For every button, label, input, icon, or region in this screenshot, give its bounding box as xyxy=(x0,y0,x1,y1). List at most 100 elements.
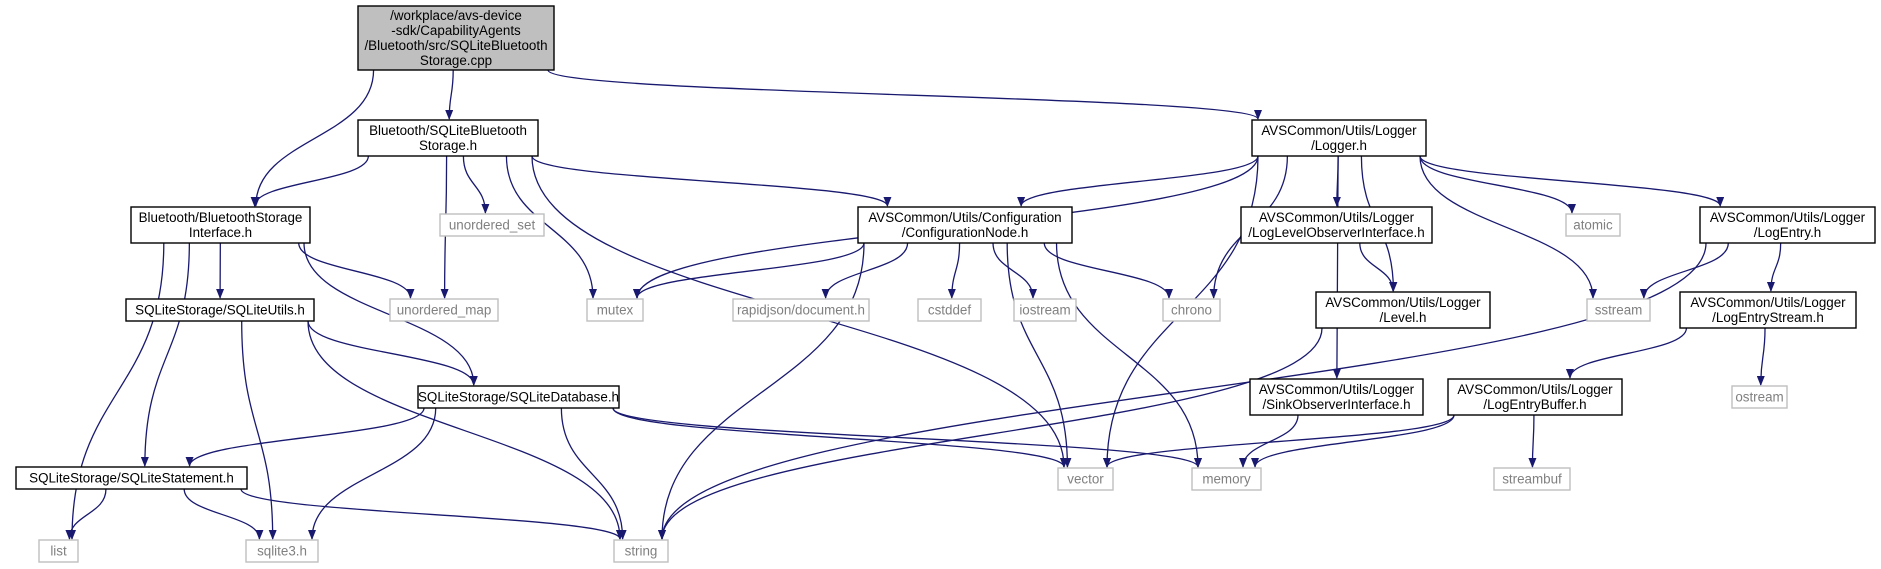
edge-sqlite_utils-to-string xyxy=(307,320,624,540)
node-box xyxy=(857,206,1073,244)
node-box xyxy=(1249,378,1424,416)
node-label: sqlite3.h xyxy=(257,544,307,559)
node-label: vector xyxy=(1067,472,1104,487)
edge-log_entry_buffer-to-vector xyxy=(1103,414,1455,468)
node-label: AVSCommon/Utils/Configuration xyxy=(868,210,1061,225)
node-log_entry_stream[interactable]: AVSCommon/Utils/Logger/LogEntryStream.h xyxy=(1679,291,1857,329)
edge-config_node-to-mutex xyxy=(633,242,865,299)
edge-sqlite_statement-to-list xyxy=(65,488,107,540)
node-box xyxy=(130,206,311,244)
node-box xyxy=(417,385,620,409)
node-label: rapidjson/document.h xyxy=(737,303,865,318)
node-logger_h[interactable]: AVSCommon/Utils/Logger/Logger.h xyxy=(1251,119,1427,157)
edge-config_node-to-chrono xyxy=(1043,242,1173,299)
node-sqlite_statement[interactable]: SQLiteStorage/SQLiteStatement.h xyxy=(15,466,248,490)
node-label: streambuf xyxy=(1502,472,1562,487)
node-sink_observer[interactable]: AVSCommon/Utils/Logger/SinkObserverInter… xyxy=(1249,378,1424,416)
node-box xyxy=(1191,467,1262,491)
edge-sqlite_database-to-sqlite_statement xyxy=(185,407,425,467)
edge-level_h-to-string xyxy=(658,327,1323,540)
node-root[interactable]: /workplace/avs-device-sdk/CapabilityAgen… xyxy=(357,5,555,71)
node-string: string xyxy=(613,539,669,563)
node-box xyxy=(917,298,982,322)
edge-log_entry-to-sstream xyxy=(1639,242,1729,299)
edge-sqlite_database-to-memory xyxy=(612,407,1202,468)
node-label: AVSCommon/Utils/Logger xyxy=(1259,382,1415,397)
node-log_entry[interactable]: AVSCommon/Utils/Logger/LogEntry.h xyxy=(1699,206,1876,244)
node-box xyxy=(1565,213,1621,237)
edge-bt_storage_iface-to-sqlite_statement xyxy=(140,242,190,467)
edge-bt_sqlite_storage-to-bt_storage_iface xyxy=(250,155,370,207)
node-label: AVSCommon/Utils/Logger xyxy=(1457,382,1613,397)
node-sqlite_utils[interactable]: SQLiteStorage/SQLiteUtils.h xyxy=(125,298,315,322)
edge-sqlite_statement-to-sqlite3_h xyxy=(183,488,264,540)
node-box xyxy=(15,466,248,490)
node-label: /Bluetooth/src/SQLiteBluetooth xyxy=(364,38,547,53)
node-vector: vector xyxy=(1057,467,1114,491)
node-label: string xyxy=(625,544,658,559)
node-layer: /workplace/avs-device-sdk/CapabilityAgen… xyxy=(15,5,1876,563)
node-list: list xyxy=(38,539,79,563)
edge-config_node-to-memory xyxy=(1055,242,1202,468)
node-label: Interface.h xyxy=(189,225,252,240)
node-log_entry_buffer[interactable]: AVSCommon/Utils/Logger/LogEntryBuffer.h xyxy=(1447,378,1623,416)
edge-bt_storage_iface-to-sqlite_database xyxy=(303,242,478,386)
edge-bt_sqlite_storage-to-mutex xyxy=(505,155,597,299)
edge-sqlite_utils-to-sqlite_database xyxy=(307,320,478,386)
node-box xyxy=(1493,467,1571,491)
node-label: sstream xyxy=(1595,303,1643,318)
edge-log_entry-to-log_entry_stream xyxy=(1766,242,1782,292)
node-label: cstddef xyxy=(928,303,971,318)
edge-root-to-logger_h xyxy=(547,69,1262,120)
edge-log_entry_buffer-to-memory xyxy=(1251,414,1455,468)
edge-logger_h-to-log_entry xyxy=(1419,155,1725,207)
node-label: chrono xyxy=(1171,303,1212,318)
node-label: unordered_set xyxy=(449,218,536,233)
node-label: /LogEntryBuffer.h xyxy=(1483,397,1586,412)
node-sstream: sstream xyxy=(1586,298,1651,322)
edge-sqlite_statement-to-string xyxy=(240,488,624,540)
node-label: SQLiteStorage/SQLiteUtils.h xyxy=(135,303,305,318)
edge-log_entry_stream-to-log_entry_buffer xyxy=(1565,327,1688,379)
node-label: /Logger.h xyxy=(1311,138,1367,153)
node-label: AVSCommon/Utils/Logger xyxy=(1261,123,1417,138)
node-label: ostream xyxy=(1735,390,1783,405)
node-unordered_set: unordered_set xyxy=(439,213,545,237)
node-label: iostream xyxy=(1019,303,1070,318)
node-box xyxy=(1251,119,1427,157)
node-label: /workplace/avs-device xyxy=(390,8,522,23)
node-box xyxy=(439,213,545,237)
node-box xyxy=(1731,385,1788,409)
node-box xyxy=(732,298,870,322)
node-label: Storage.h xyxy=(419,138,477,153)
node-box xyxy=(1447,378,1623,416)
edge-logger_h-to-sink_observer xyxy=(1332,155,1341,379)
edge-config_node-to-string xyxy=(658,242,865,540)
node-sqlite3_h: sqlite3.h xyxy=(245,539,319,563)
node-label: /LogEntryStream.h xyxy=(1712,310,1824,325)
node-box xyxy=(1057,467,1114,491)
node-label: memory xyxy=(1202,472,1251,487)
edge-log_entry_buffer-to-streambuf xyxy=(1528,414,1537,468)
node-config_node[interactable]: AVSCommon/Utils/Configuration/Configurat… xyxy=(857,206,1073,244)
edge-bt_storage_iface-to-list xyxy=(68,242,165,540)
edge-log_level_observer-to-level_h xyxy=(1359,242,1398,292)
node-iostream: iostream xyxy=(1013,298,1077,322)
node-label: AVSCommon/Utils/Logger xyxy=(1325,295,1481,310)
node-box xyxy=(1315,291,1491,329)
node-log_level_observer[interactable]: AVSCommon/Utils/Logger/LogLevelObserverI… xyxy=(1240,206,1433,244)
node-label: atomic xyxy=(1573,218,1613,233)
node-label: -sdk/CapabilityAgents xyxy=(391,23,521,38)
edge-logger_h-to-config_node xyxy=(1017,155,1259,207)
node-mutex: mutex xyxy=(586,298,644,322)
node-label: Bluetooth/SQLiteBluetooth xyxy=(369,123,527,138)
node-level_h[interactable]: AVSCommon/Utils/Logger/Level.h xyxy=(1315,291,1491,329)
node-box xyxy=(38,539,79,563)
node-sqlite_database[interactable]: SQLiteStorage/SQLiteDatabase.h xyxy=(417,385,620,409)
edge-config_node-to-cstddef xyxy=(947,242,961,299)
node-box xyxy=(1586,298,1651,322)
node-atomic: atomic xyxy=(1565,213,1621,237)
